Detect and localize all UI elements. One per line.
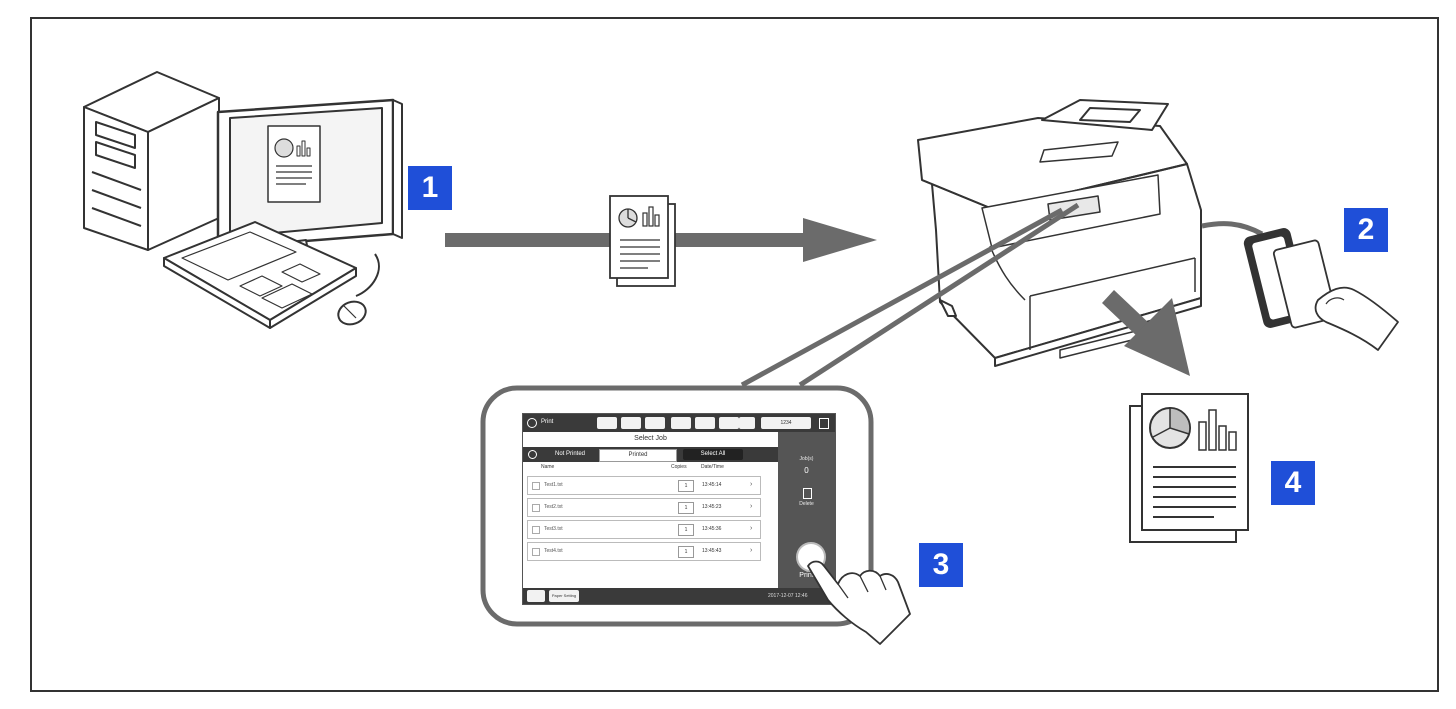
panel-header: Select Job <box>634 435 667 442</box>
job-copies[interactable]: 1 <box>678 546 694 558</box>
job-row[interactable]: Test3.txt 1 13:45:36 › <box>527 520 761 539</box>
print-start-icon[interactable] <box>796 542 826 572</box>
job-time: 13:45:23 <box>702 504 722 510</box>
job-row[interactable]: Test4.txt 1 13:45:43 › <box>527 542 761 561</box>
row-checkbox[interactable] <box>532 526 540 534</box>
job-name: Test1.txt <box>544 482 563 488</box>
printer-status-icon[interactable] <box>597 417 617 429</box>
chevron-right-icon[interactable]: › <box>750 547 753 554</box>
tab-not-printed[interactable]: Not Printed <box>554 451 585 457</box>
panel-sidebar: Job(s) 0 Delete Print <box>778 432 835 588</box>
panel-title: Print <box>541 419 554 425</box>
help-icon[interactable] <box>739 417 755 429</box>
tab-printed[interactable]: Printed <box>599 449 677 462</box>
print-label: Print <box>799 572 814 579</box>
diagram-frame <box>30 17 1439 692</box>
volume-icon[interactable] <box>671 417 691 429</box>
job-copies[interactable]: 1 <box>678 524 694 536</box>
row-checkbox[interactable] <box>532 548 540 556</box>
sleep-icon[interactable] <box>719 417 739 429</box>
panel-top-bar: Print 1234 <box>523 414 835 432</box>
printed-pages-icon <box>1129 393 1249 543</box>
job-filter-bar: Not Printed Printed Select All <box>523 447 778 462</box>
logout-icon[interactable] <box>819 418 829 429</box>
paper-setting-button[interactable]: Paper Setting <box>549 590 579 602</box>
trash-icon[interactable] <box>803 488 812 499</box>
column-header-copies: Copies <box>671 464 687 470</box>
job-copies[interactable]: 1 <box>678 502 694 514</box>
hand-icon <box>1272 239 1399 351</box>
step-badge-4: 4 <box>1271 461 1315 505</box>
chevron-right-icon[interactable]: › <box>750 525 753 532</box>
chevron-right-icon[interactable]: › <box>750 503 753 510</box>
ink-icon[interactable] <box>621 417 641 429</box>
desktop-computer-icon <box>83 71 403 329</box>
step-badge-2: 2 <box>1344 208 1388 252</box>
network-icon[interactable] <box>695 417 715 429</box>
paper-icon[interactable] <box>645 417 665 429</box>
select-all-button[interactable]: Select All <box>683 449 743 460</box>
printer-touch-panel: Print 1234 Select Job Not Printed Printe… <box>522 413 836 605</box>
job-row[interactable]: Test1.txt 1 13:45:14 › <box>527 476 761 495</box>
jobs-label: Job(s) <box>799 456 814 462</box>
row-checkbox[interactable] <box>532 482 540 490</box>
job-name: Test4.txt <box>544 548 563 554</box>
home-icon[interactable] <box>527 418 537 428</box>
arrow-down-icon <box>1102 290 1190 376</box>
column-header-name: Name <box>541 464 555 470</box>
status-button[interactable] <box>527 590 545 602</box>
panel-bottom-bar: Paper Setting 2017-12-07 12:46 <box>523 588 835 604</box>
job-time: 13:45:43 <box>702 548 722 554</box>
step-badge-1: 1 <box>408 166 452 210</box>
job-name: Test2.txt <box>544 504 563 510</box>
document-icon <box>609 195 676 287</box>
row-checkbox[interactable] <box>532 504 540 512</box>
check-icon <box>528 450 537 459</box>
job-time: 13:45:36 <box>702 526 722 532</box>
chevron-right-icon[interactable]: › <box>750 481 753 488</box>
user-count: 1234 <box>761 417 811 429</box>
job-row[interactable]: Test2.txt 1 13:45:23 › <box>527 498 761 517</box>
step-badge-3: 3 <box>919 543 963 587</box>
panel-datetime: 2017-12-07 12:46 <box>768 593 808 599</box>
column-header-datetime: Date/Time <box>701 464 724 470</box>
jobs-count: 0 <box>804 466 809 475</box>
reader-cable <box>1201 221 1264 237</box>
job-name: Test3.txt <box>544 526 563 532</box>
job-time: 13:45:14 <box>702 482 722 488</box>
job-copies[interactable]: 1 <box>678 480 694 492</box>
delete-label: Delete <box>799 501 814 507</box>
